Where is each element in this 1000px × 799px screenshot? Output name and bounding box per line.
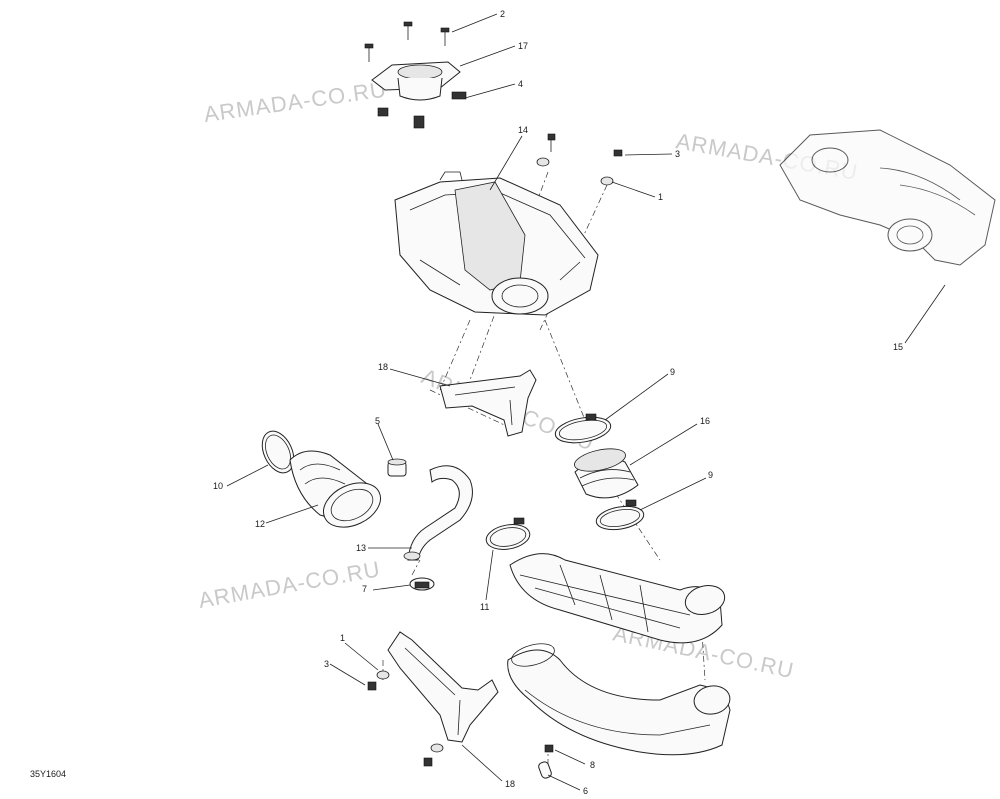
callout-10: 10 <box>213 481 223 491</box>
upper-bracket <box>439 369 537 437</box>
callout-18: 18 <box>378 362 388 372</box>
callout-18b: 18 <box>505 779 515 789</box>
callout-3: 3 <box>675 149 680 159</box>
callout-1b: 1 <box>340 633 345 643</box>
callout-14: 14 <box>518 125 528 135</box>
callout-17: 17 <box>518 41 528 51</box>
plug-6 <box>538 761 552 779</box>
screw-icon <box>544 744 554 753</box>
intake-manifold <box>779 129 996 266</box>
intake-duct-12 <box>289 450 381 528</box>
callout-1: 1 <box>658 192 663 202</box>
callout-9: 9 <box>670 367 675 377</box>
hose-13 <box>403 465 473 561</box>
coupling-sleeve <box>574 448 639 499</box>
watermark: ARMADA-CO.RU <box>202 77 388 127</box>
clamp-lower <box>595 499 645 531</box>
outlet-duct-upper <box>509 553 726 644</box>
washer-icon <box>376 670 390 680</box>
top-cover-assembly <box>364 21 467 129</box>
screw-icon <box>403 21 413 40</box>
callout-6: 6 <box>583 786 588 796</box>
callout-15: 15 <box>893 342 903 352</box>
washer-icon <box>600 176 614 186</box>
screw-icon <box>440 27 450 46</box>
callout-9b: 9 <box>708 470 713 480</box>
callout-3b: 3 <box>324 659 329 669</box>
outlet-duct-lower <box>507 643 731 756</box>
callout-5: 5 <box>375 416 380 426</box>
screw-icon <box>364 43 374 62</box>
callout-7: 7 <box>362 584 367 594</box>
lower-bracket <box>387 631 499 743</box>
screw-icon <box>423 757 433 767</box>
callouts: 2 17 4 14 3 1 15 18 9 5 16 10 9 12 13 11 <box>213 9 946 796</box>
air-box <box>394 171 599 316</box>
clamp-11 <box>485 517 531 550</box>
callout-16: 16 <box>700 416 710 426</box>
watermark: ARMADA-CO.RU <box>197 556 383 613</box>
clip-icon <box>413 115 425 129</box>
callout-4: 4 <box>518 79 523 89</box>
clip-icon <box>451 91 467 100</box>
clamp-upper <box>554 413 612 444</box>
diagram-code: 35Y1604 <box>30 769 66 779</box>
callout-11: 11 <box>480 602 489 612</box>
callout-13: 13 <box>356 543 366 553</box>
screw-icon <box>547 133 556 152</box>
callout-12: 12 <box>255 519 265 529</box>
washer-icon <box>430 743 444 753</box>
washer-icon <box>536 157 550 167</box>
callout-2: 2 <box>500 9 505 19</box>
screw-icon <box>613 149 623 157</box>
clamp-7 <box>409 577 435 591</box>
clip-icon <box>377 107 389 117</box>
callout-8: 8 <box>590 760 595 770</box>
clamp-10 <box>261 430 295 474</box>
screw-icon <box>367 681 377 691</box>
fitting-5 <box>387 458 407 477</box>
